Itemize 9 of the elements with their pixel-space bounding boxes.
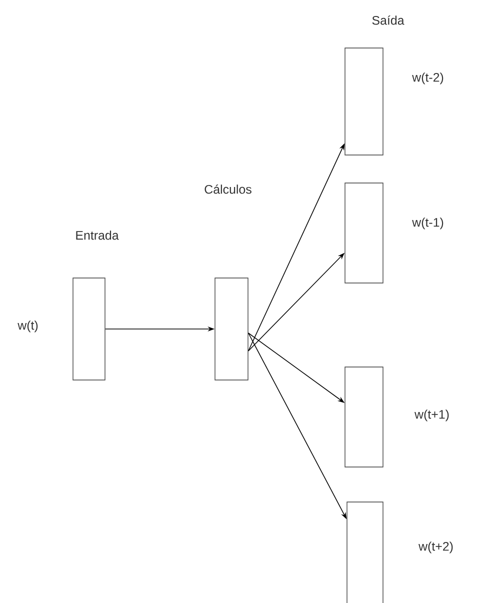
layer-heading: Saída bbox=[372, 15, 404, 25]
layer-heading: Cálculos bbox=[204, 184, 252, 194]
word-label: w(t-1) bbox=[412, 218, 444, 230]
word-label: w(t) bbox=[18, 320, 38, 332]
layer-heading: Entrada bbox=[76, 230, 119, 240]
word-label: w(t+2) bbox=[418, 542, 453, 554]
word-label: w(t-2) bbox=[412, 72, 444, 84]
word-label: w(t+1) bbox=[414, 410, 449, 422]
layer-box bbox=[214, 278, 248, 380]
